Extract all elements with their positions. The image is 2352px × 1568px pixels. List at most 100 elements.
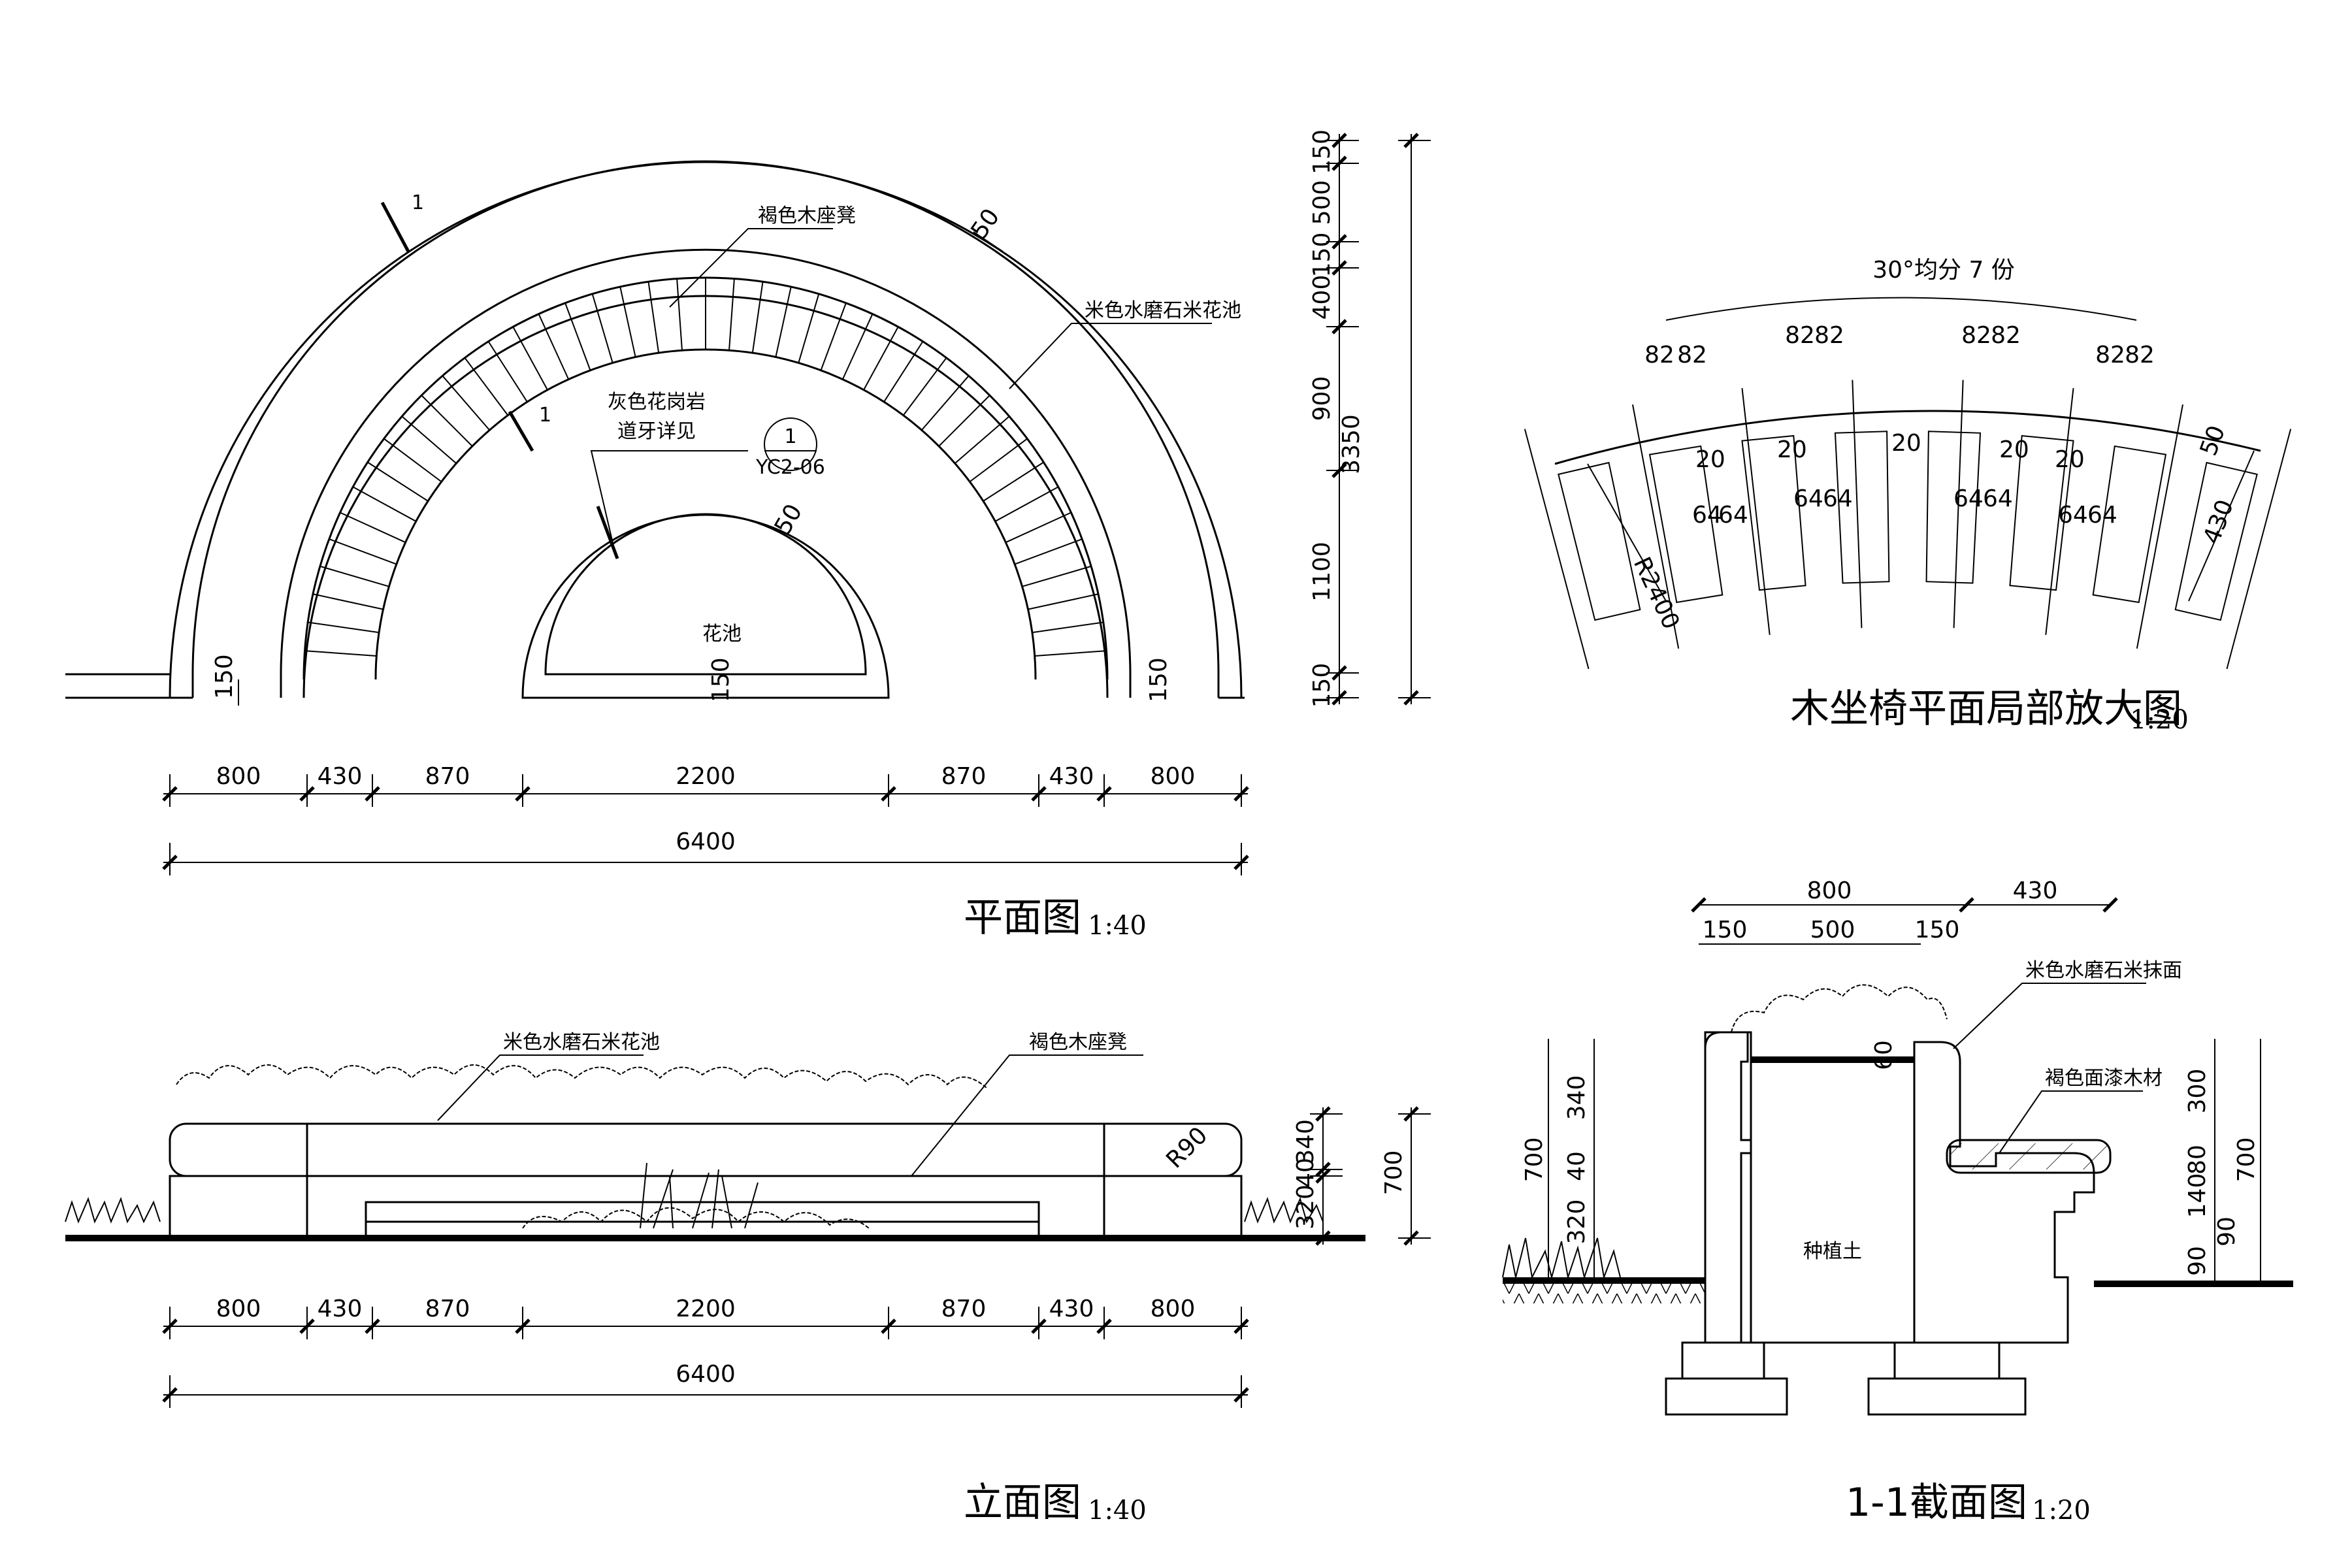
dim-label: 900 (1309, 376, 1335, 421)
callout-number: 1 (784, 425, 796, 448)
elev-total-dim: 6400 (676, 1361, 736, 1388)
bench-slat-line (954, 416, 1010, 465)
bench-label: 褐色木座凳 (758, 204, 856, 227)
plan-d150-left: 150 (211, 654, 238, 699)
bench-slat-line (1032, 621, 1103, 634)
section-w430: 430 (2013, 877, 2058, 904)
detail-slat (2092, 445, 2167, 604)
bench-slat-line (304, 650, 377, 657)
bench-slat-line (983, 461, 1044, 502)
flowerbed-label: 花池 (702, 623, 742, 645)
bench-slat-line (312, 593, 384, 610)
section-soil-label: 种植土 (1803, 1240, 1862, 1263)
bench-slat-line (969, 438, 1028, 483)
detail-radial-line (1632, 404, 1680, 649)
dim-label: 800 (1151, 763, 1196, 790)
dim-label: 500 (1309, 180, 1335, 225)
plan-title: 平面图 (964, 895, 1081, 941)
detail-d82-e: 82 (1961, 322, 1991, 349)
bench-slat-line (367, 461, 429, 502)
bench-slat-line (921, 375, 970, 431)
bench-slat-line (728, 278, 735, 351)
section-w800: 800 (1807, 877, 1852, 904)
detail-slat (1558, 461, 1641, 621)
bench-slat-line (464, 357, 509, 416)
detail-d82-c: 82 (1785, 322, 1815, 349)
bench-slat-line (538, 314, 570, 380)
bench-slat-line (1034, 650, 1107, 657)
elev-bench-label: 褐色木座凳 (1029, 1031, 1127, 1054)
bench-slats (304, 278, 1107, 657)
elev-right-total: 700 (1380, 1151, 1407, 1196)
bench-slat-line (798, 293, 820, 363)
section-right-300: 300 (2184, 1069, 2211, 1114)
bench-slat-line (442, 375, 491, 431)
bench-slat-line (883, 341, 924, 402)
detail-d20-d: 20 (1999, 436, 2029, 463)
bench-detail-view: 30°均分 7 份 82 82 82 82 82 82 82 82 20 20 … (1524, 257, 2292, 735)
section-w150a: 150 (1703, 917, 1748, 943)
plan-d150-right: 150 (1145, 657, 1172, 702)
bench-slat-line (820, 302, 847, 371)
section-scale: 1:20 (2032, 1495, 2091, 1526)
detail-d64-f: 64 (1983, 485, 2013, 512)
dim-label: 1100 (1309, 542, 1335, 602)
dim-label: 430 (318, 763, 363, 790)
elev-planter-label: 米色水磨石米花池 (503, 1031, 660, 1054)
section-right-140: 140 (2184, 1173, 2211, 1218)
bench-slat-line (647, 282, 660, 353)
section-right-80: 80 (2184, 1145, 2211, 1175)
detail-width: 430 (2198, 496, 2239, 547)
section-title: 1-1截面图 (1846, 1480, 2027, 1526)
detail-d64-h: 64 (2087, 502, 2117, 529)
dim-label: 870 (425, 763, 470, 790)
dim-label: 40 (1292, 1158, 1319, 1188)
detail-radial-line (2045, 388, 2074, 635)
section-misc-60: 60 (1870, 1040, 1897, 1070)
detail-radial-line (1741, 388, 1771, 635)
dim-label: 320 (1292, 1184, 1319, 1230)
bench-slat-line (487, 341, 528, 402)
section-right-90: 90 (2184, 1246, 2211, 1276)
detail-radial-line (1852, 380, 1863, 629)
dim-label: 150 (1309, 663, 1335, 708)
section-terrazzo-label: 米色水磨石米抹面 (2025, 959, 2182, 982)
section-mark-2: 1 (539, 404, 551, 427)
planter-outer-arc (169, 161, 1243, 698)
plan-d50-top: 50 (966, 204, 1005, 244)
dim-label: 870 (941, 763, 987, 790)
section-wood-label: 褐色面漆木材 (2045, 1067, 2163, 1090)
detail-d64-e: 64 (1953, 485, 1984, 512)
dim-label: 2200 (676, 1296, 736, 1322)
plan-scale: 1:40 (1088, 911, 1147, 941)
detail-radial-line (1524, 429, 1590, 670)
elev-radius: R90 (1161, 1122, 1213, 1173)
detail-slats (1524, 380, 2292, 670)
bench-slat-line (512, 326, 548, 391)
detail-top-label: 30°均分 7 份 (1872, 257, 2015, 284)
detail-slat (1741, 434, 1806, 591)
detail-d50: 50 (2195, 422, 2230, 459)
bench-slat-line (902, 357, 947, 416)
bench-slat-line (676, 278, 683, 351)
bench-slat-line (938, 395, 990, 447)
elevation-planter-top (169, 1122, 1243, 1177)
planter-label: 米色水磨石米花池 (1085, 299, 1241, 322)
bench-slat-line (308, 621, 380, 634)
callout-sheet: YC2-06 (755, 456, 825, 479)
bench-slat-line (751, 282, 764, 353)
section-left-320: 320 (1563, 1200, 1590, 1245)
section-left-340: 340 (1563, 1075, 1590, 1120)
detail-d82-b: 82 (1677, 342, 1707, 368)
detail-slat (2009, 434, 2074, 591)
section-left-40: 40 (1563, 1151, 1590, 1181)
detail-d82-a: 82 (1644, 342, 1674, 368)
section-misc-90: 90 (2213, 1217, 2240, 1247)
bench-slat-line (329, 538, 397, 565)
bench-slat-line (421, 395, 473, 447)
